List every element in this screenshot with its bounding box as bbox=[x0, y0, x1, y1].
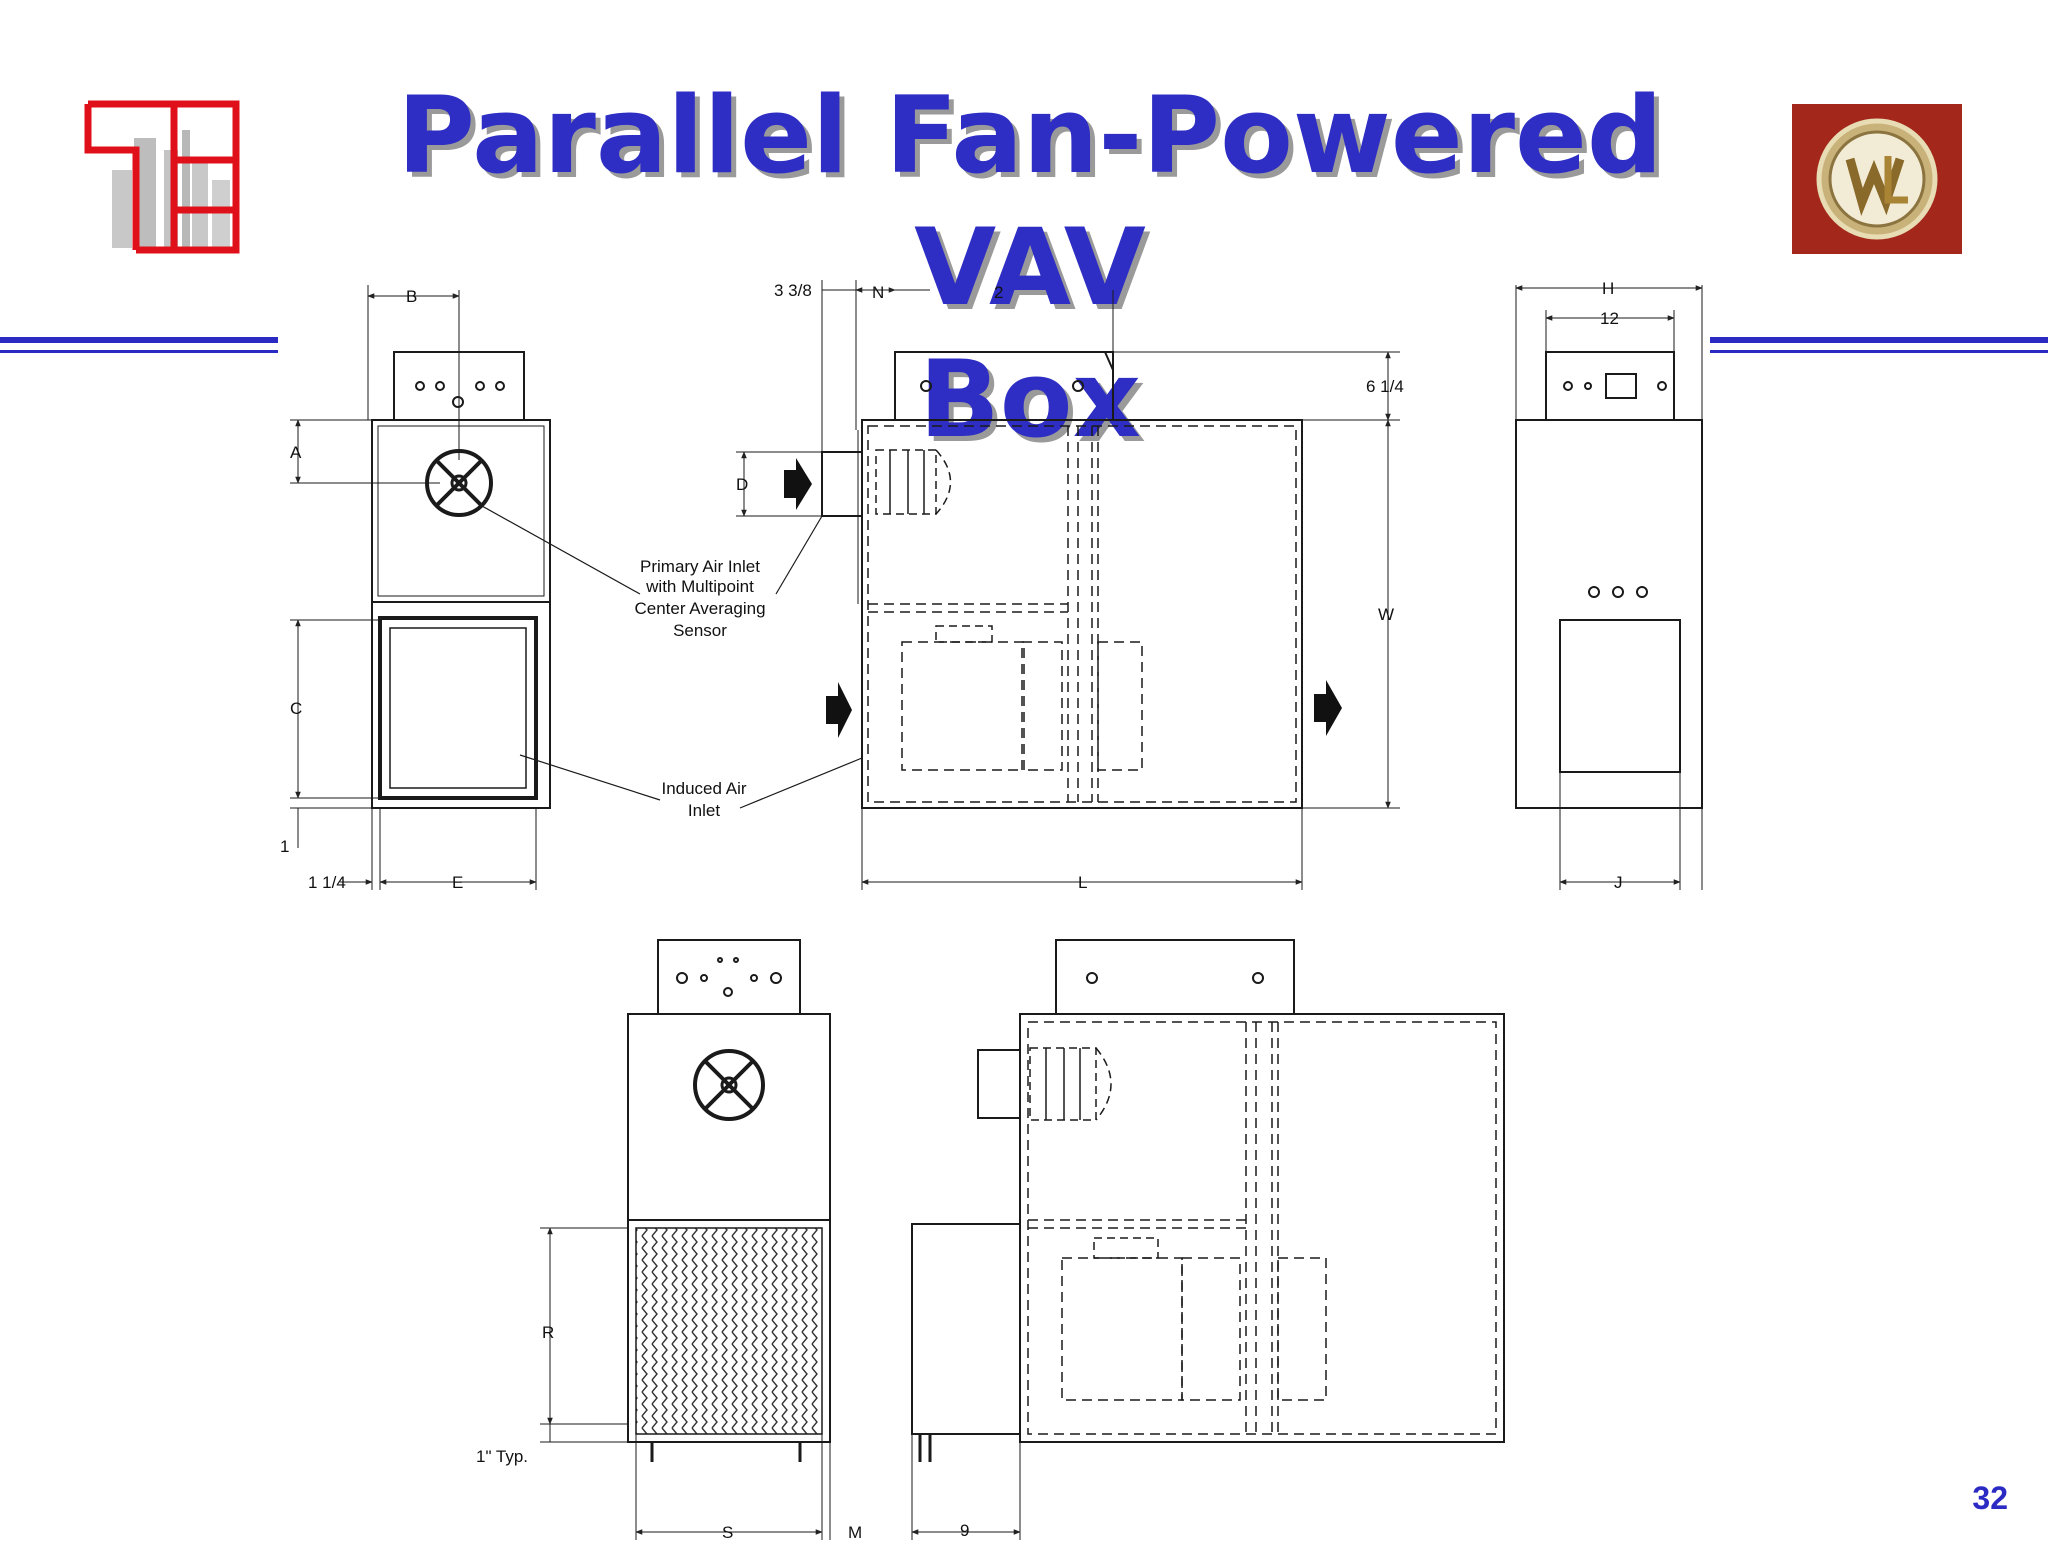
dim-d: D bbox=[736, 475, 748, 494]
dim-six-quarter: 6 1/4 bbox=[1366, 377, 1404, 396]
building-logo bbox=[84, 100, 240, 256]
side-view-top bbox=[736, 280, 1400, 890]
page-number: 32 bbox=[1972, 1480, 2008, 1516]
header-rule-right-thin bbox=[1710, 350, 2048, 353]
wl-emblem-logo bbox=[1792, 104, 1962, 254]
dim-c: C bbox=[290, 699, 302, 718]
dim-n: N bbox=[872, 283, 884, 302]
dim-nine: 9 bbox=[960, 1521, 969, 1540]
callout-primary-line-2: with Multipoint bbox=[645, 577, 754, 596]
dim-a: A bbox=[290, 443, 302, 462]
discharge-airflow-arrow bbox=[1314, 680, 1342, 736]
dim-e: E bbox=[452, 873, 463, 892]
dim-m: M bbox=[848, 1523, 862, 1542]
callout-induced-line-2: Inlet bbox=[688, 801, 720, 820]
dim-l: L bbox=[1078, 873, 1087, 892]
induced-airflow-arrow bbox=[826, 682, 852, 738]
header-rule-left-thin bbox=[0, 350, 278, 353]
front-view-bottom bbox=[540, 939, 831, 1540]
end-view-top bbox=[1515, 285, 1703, 890]
callout-primary-line-3: Center Averaging bbox=[634, 599, 765, 618]
front-view-top bbox=[290, 285, 661, 890]
callout-induced-line-1: Induced Air bbox=[661, 779, 746, 798]
header-rule-left bbox=[0, 337, 278, 343]
dim-r: R bbox=[542, 1323, 554, 1342]
dim-j: J bbox=[1614, 873, 1623, 892]
dim-one-quarter: 1 1/4 bbox=[308, 873, 346, 892]
dim-z: 2 bbox=[994, 283, 1003, 302]
callout-primary-line-4: Sensor bbox=[673, 621, 727, 640]
dim-w: W bbox=[1378, 605, 1394, 624]
callout-primary-line-1: Primary Air Inlet bbox=[640, 557, 760, 576]
dim-h: H bbox=[1602, 279, 1614, 298]
dim-one: 1 bbox=[280, 837, 289, 856]
title-line-2: Box bbox=[919, 338, 1141, 461]
side-view-bottom bbox=[911, 939, 1505, 1540]
dim-b: B bbox=[406, 287, 417, 306]
title-line-1: Parallel Fan-Powered VAV bbox=[397, 74, 1663, 329]
primary-airflow-arrow bbox=[784, 458, 812, 510]
dim-s: S bbox=[722, 1523, 733, 1542]
dim-one-typ: 1" Typ. bbox=[476, 1447, 528, 1466]
slide-title: Parallel Fan-Powered VAV Box bbox=[270, 70, 1790, 466]
dim-three-three-eighths: 3 3/8 bbox=[774, 281, 812, 300]
header-rule-right bbox=[1710, 337, 2048, 343]
dim-twelve: 12 bbox=[1600, 309, 1619, 328]
